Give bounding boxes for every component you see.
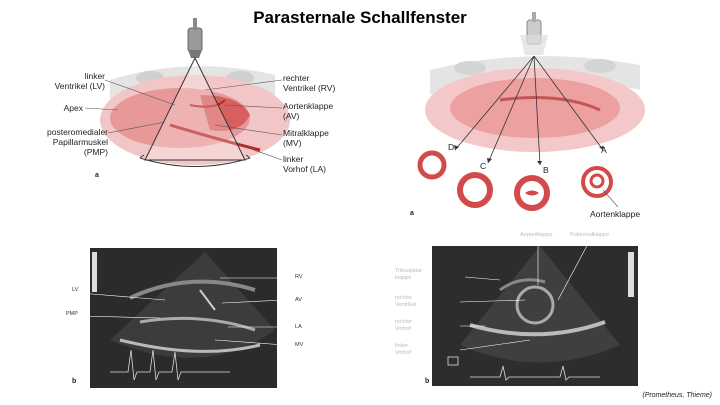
- short-axis-heart-diagram: [417, 12, 645, 211]
- echo-label-pulmonary-valve: Pulmonalklappe: [570, 232, 610, 238]
- plane-d-label: D: [448, 142, 455, 152]
- echo-label-mv: MV: [295, 342, 304, 348]
- echo-label-right-atrium: rechter Vorhof: [395, 319, 413, 332]
- plane-b-label: B: [543, 165, 549, 175]
- panel-letter-top-right: a: [410, 210, 414, 217]
- echo-label-pmp: PMP: [66, 311, 78, 317]
- label-papillary-muscle: posteromedialer Papillarmuskel (PMP): [47, 127, 108, 157]
- label-aortic-valve-right: Aortenklappe: [590, 209, 641, 219]
- panel-letter-bottom-left: b: [72, 378, 77, 385]
- label-apex: Apex: [63, 103, 83, 113]
- echo-label-left-atrium: linker Vorhof: [395, 343, 411, 356]
- label-right-ventricle: rechter Ventrikel (RV): [283, 73, 336, 93]
- label-left-ventricle: linker Ventrikel (LV): [54, 71, 105, 91]
- echo-label-right-ventricle: rechter Ventrikel: [395, 295, 417, 308]
- echo-label-aortic-valve: Aortenklappe: [520, 232, 553, 238]
- echo-long-axis-image: [79, 248, 286, 388]
- page-title: Parasternale Schallfenster: [253, 8, 467, 27]
- panel-letter-top-left: a: [95, 172, 99, 179]
- echo-label-la: LA: [295, 324, 302, 330]
- echo-short-axis-image: [432, 239, 638, 386]
- echo-label-lv: LV: [72, 287, 79, 293]
- image-credit: (Prometheus, Thieme): [642, 392, 712, 399]
- panel-letter-bottom-right: b: [425, 378, 430, 385]
- plane-c-label: C: [480, 161, 487, 171]
- echo-label-tricuspid-valve: Trikuspidal- klappe: [395, 268, 424, 281]
- plane-a-label: A: [601, 145, 607, 155]
- label-mitral-valve: Mitralklappe (MV): [283, 128, 329, 148]
- long-axis-heart-diagram: [84, 18, 290, 167]
- label-aortic-valve: Aortenklappe (AV): [283, 101, 334, 121]
- echo-label-av: AV: [295, 297, 302, 303]
- label-left-atrium: linker Vorhof (LA): [283, 154, 326, 174]
- echo-label-rv: RV: [295, 274, 303, 280]
